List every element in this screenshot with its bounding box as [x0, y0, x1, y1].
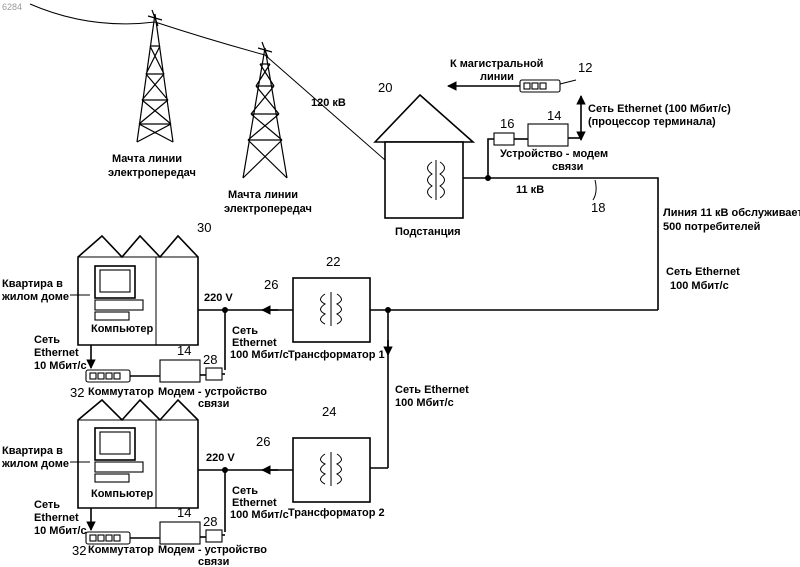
computer1-label: Компьютер: [91, 323, 153, 335]
vertical-ethernet-label-line2: 100 Мбит/с: [395, 397, 454, 409]
label-14-row1: 14: [177, 343, 191, 358]
computer2-label: Компьютер: [91, 488, 153, 500]
power-tower-icon: [243, 42, 287, 178]
line-11kv-label-line1: Линия 11 кВ обслуживает: [663, 207, 800, 219]
apartment2-label-line1: Квартира в: [2, 445, 63, 457]
eth10-1-label-line2: Ethernet: [34, 347, 79, 359]
label-26-top: 26: [264, 277, 278, 292]
cable-left: [30, 4, 155, 24]
terminal-ethernet-label-line1: Сеть Ethernet (100 Мбит/с): [588, 103, 731, 115]
substation: [375, 95, 473, 218]
label-28-row2: 28: [203, 514, 217, 529]
top-modem-label-line1: Устройство - модем: [500, 148, 608, 160]
transformer-1: [293, 278, 370, 342]
voltage-220v-label-2: 220 V: [206, 452, 235, 464]
label-22: 22: [326, 254, 340, 269]
label-16: 16: [500, 116, 514, 131]
eth10-1-label-line3: 10 Мбит/с: [34, 360, 87, 372]
right-ethernet-label-line1: Сеть Ethernet: [666, 266, 740, 278]
tower1-label-line1: Мачта линии: [112, 153, 182, 165]
modem2-label-line1: Модем - устройство: [158, 544, 267, 556]
label-24: 24: [322, 404, 336, 419]
transformer-2: [293, 438, 370, 502]
label-18: 18: [591, 200, 605, 215]
tower1-label-line2: электропередач: [108, 167, 196, 179]
modem1-label-line2: связи: [198, 398, 229, 410]
switch-icon: [86, 532, 130, 544]
transformer1-label: Трансформатор 1: [288, 349, 385, 361]
coupler1-box: [206, 368, 222, 380]
mid-ethernet1-label-line3: 100 Мбит/с: [230, 349, 289, 361]
mid-ethernet1-label-line1: Сеть: [232, 325, 258, 337]
label-14-top: 14: [547, 108, 561, 123]
modem2-label-line2: связи: [198, 556, 229, 567]
eth10-2-label-line2: Ethernet: [34, 512, 79, 524]
mid-ethernet2-label-line2: Ethernet: [232, 497, 277, 509]
switch2-label: Коммутатор: [88, 544, 154, 556]
coupler2-box: [206, 530, 222, 542]
mid-ethernet2-label-line3: 100 Мбит/с: [230, 509, 289, 521]
image-id: 6284: [2, 2, 22, 12]
top-modem-box: [494, 133, 514, 145]
transformer2-label: Трансформатор 2: [288, 507, 385, 519]
mid-ethernet1-label-line2: Ethernet: [232, 337, 277, 349]
switch-icon: [86, 370, 130, 382]
label-26-bottom: 26: [256, 434, 270, 449]
eth10-1-label-line1: Сеть: [34, 334, 60, 346]
power-tower-icon: [137, 10, 173, 142]
backbone-label-line2: линии: [480, 71, 514, 83]
apartment1-label-line2: жилом доме: [1, 291, 69, 303]
backbone-switch-device: [520, 80, 560, 92]
eth10-2-label-line3: 10 Мбит/с: [34, 525, 87, 537]
line-11kv: [463, 178, 658, 310]
switch1-label: Коммутатор: [88, 386, 154, 398]
connector-12: [560, 80, 576, 84]
tower2-label-line1: Мачта линии: [228, 189, 298, 201]
vertical-ethernet-label-line1: Сеть Ethernet: [395, 384, 469, 396]
eth10-2-label-line1: Сеть: [34, 499, 60, 511]
label-12: 12: [578, 60, 592, 75]
terminal-processor-box: [528, 124, 568, 146]
label-32-bottom: 32: [72, 543, 86, 558]
tower2-label-line2: электропередач: [224, 203, 312, 215]
mid-ethernet2-label-line1: Сеть: [232, 485, 258, 497]
modem2-box: [160, 522, 200, 544]
apartment2-label-line2: жилом доме: [1, 458, 69, 470]
backbone-label-line1: К магистральной: [450, 58, 543, 70]
modem-to-11kv-link: [488, 139, 494, 176]
apartment1-label-line1: Квартира в: [2, 278, 63, 290]
label-30: 30: [197, 220, 211, 235]
label-14-row2: 14: [177, 505, 191, 520]
terminal-ethernet-label-line2: (процессор терминала): [588, 116, 716, 128]
top-modem-label-line2: связи: [552, 161, 583, 173]
substation-label: Подстанция: [395, 226, 461, 238]
cable-between-towers: [155, 22, 265, 55]
leader-18: [593, 180, 596, 200]
label-20: 20: [378, 80, 392, 95]
modem1-box: [160, 360, 200, 382]
modem1-label-line1: Модем - устройство: [158, 386, 267, 398]
right-ethernet-label-line2: 100 Мбит/с: [670, 280, 729, 292]
voltage-220v-label-1: 220 V: [204, 292, 233, 304]
voltage-120kv-label: 120 кВ: [311, 97, 346, 109]
label-28-row1: 28: [203, 352, 217, 367]
line-11kv-label-line2: 500 потребителей: [663, 221, 760, 233]
voltage-11kv-label: 11 кВ: [516, 184, 544, 196]
label-32-top: 32: [70, 385, 84, 400]
